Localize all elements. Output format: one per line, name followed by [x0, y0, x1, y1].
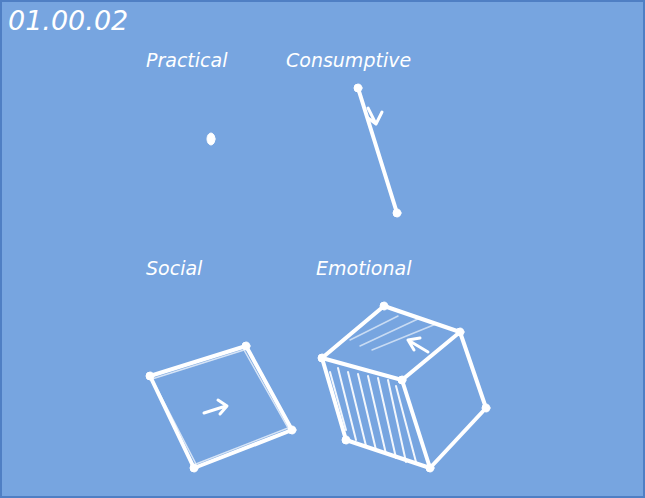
- concept-label: Social: [146, 258, 202, 279]
- concept-label: Consumptive: [286, 50, 411, 71]
- point-dot: [207, 133, 215, 145]
- concept-label: Emotional: [316, 258, 411, 279]
- frame-number: 01.00.02: [8, 6, 128, 36]
- square-sketch: [146, 342, 296, 472]
- concept-label: Practical: [146, 50, 227, 71]
- line-sketch: [354, 84, 401, 217]
- cube-sketch: [318, 302, 490, 472]
